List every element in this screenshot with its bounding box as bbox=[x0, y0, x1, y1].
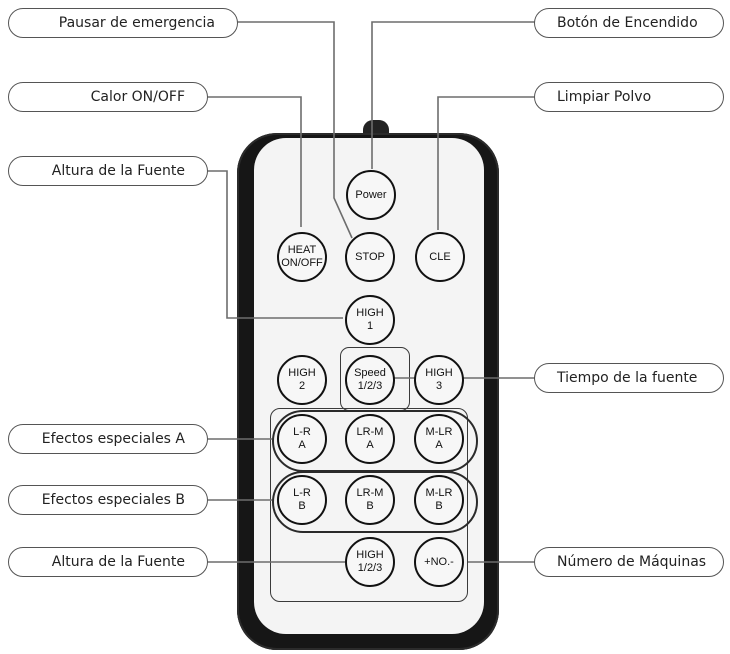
callout-power: Botón de Encendido bbox=[534, 8, 724, 38]
heat-on-off-button[interactable]: HEAT ON/OFF bbox=[277, 232, 327, 282]
callout-heat: Calor ON/OFF bbox=[8, 82, 208, 112]
callout-fountain-time: Tiempo de la fuente bbox=[534, 363, 724, 393]
cle-button[interactable]: CLE bbox=[415, 232, 465, 282]
speed-button[interactable]: Speed 1/2/3 bbox=[345, 355, 395, 405]
effects-b-row-outline bbox=[272, 471, 478, 533]
high-3-button[interactable]: HIGH 3 bbox=[414, 355, 464, 405]
power-button[interactable]: Power bbox=[346, 170, 396, 220]
lr-b-button[interactable]: L-R B bbox=[277, 475, 327, 525]
high-2-button[interactable]: HIGH 2 bbox=[277, 355, 327, 405]
callout-height-top: Altura de la Fuente bbox=[8, 156, 208, 186]
callout-pause: Pausar de emergencia bbox=[8, 8, 238, 38]
callout-clean: Limpiar Polvo bbox=[534, 82, 724, 112]
high-1-button[interactable]: HIGH 1 bbox=[345, 295, 395, 345]
lr-a-button[interactable]: L-R A bbox=[277, 414, 327, 464]
machine-number-button[interactable]: +NO.- bbox=[414, 537, 464, 587]
mlr-b-button[interactable]: M-LR B bbox=[414, 475, 464, 525]
lrm-b-button[interactable]: LR-M B bbox=[345, 475, 395, 525]
high-123-button[interactable]: HIGH 1/2/3 bbox=[345, 537, 395, 587]
stop-button[interactable]: STOP bbox=[345, 232, 395, 282]
callout-height-bottom: Altura de la Fuente bbox=[8, 547, 208, 577]
mlr-a-button[interactable]: M-LR A bbox=[414, 414, 464, 464]
callout-machines: Número de Máquinas bbox=[534, 547, 724, 577]
callout-effects-b: Efectos especiales B bbox=[8, 485, 208, 515]
callout-effects-a: Efectos especiales A bbox=[8, 424, 208, 454]
lrm-a-button[interactable]: LR-M A bbox=[345, 414, 395, 464]
